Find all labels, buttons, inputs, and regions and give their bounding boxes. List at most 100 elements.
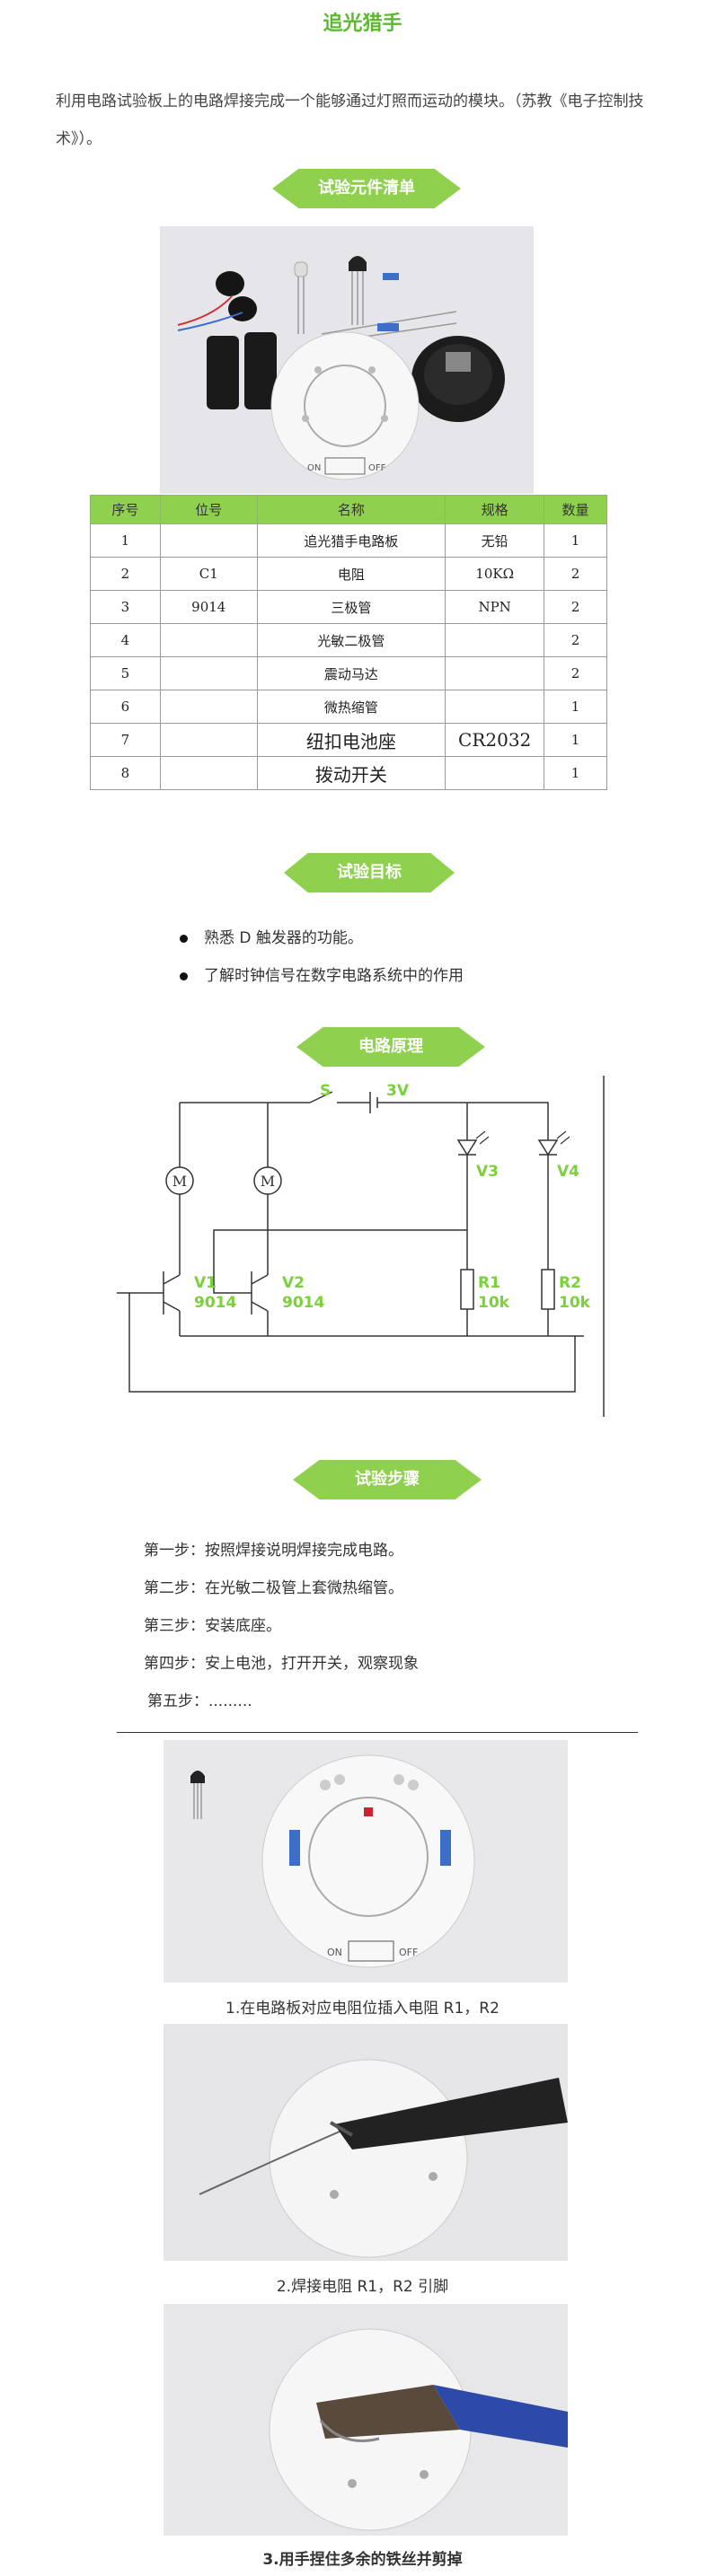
led-1-label: V3 [476,1163,499,1181]
step-item: 第四步：安上电池，打开开关，观察现象 [144,1655,419,1673]
parts-table-header: 序号 位号 名称 规格 数量 [90,495,607,524]
table-cell [159,656,258,690]
table-row: 4 光敏二极管 2 [90,623,607,657]
resistor-2-label: R2 [559,1274,581,1292]
goal-text: 了解时钟信号在数字电路系统中的作用 [204,967,464,985]
board-on-label: ON [307,463,321,473]
resistor-1-label: R1 [478,1274,500,1292]
resistor-2-value: 10k [559,1294,591,1312]
board-off-label: OFF [399,1947,418,1958]
photo-caption: 2.焊接电阻 R1，R2 引脚 [276,2278,449,2296]
section-banner-parts: 试验元件清单 [272,169,461,208]
photo-caption: 1.在电路板对应电阻位插入电阻 R1，R2 [225,2000,500,2018]
table-row: 3 9014 三极管 NPN 2 [90,590,607,624]
step-photo-1-illustration: ON OFF [164,1740,568,1983]
parts-photo-illustration: ON OFF [160,226,534,494]
table-cell: NPN [445,590,545,624]
table-cell: 1 [544,756,607,790]
parts-table: 序号 位号 名称 规格 数量 1 追光猎手电路板 无铅 1 2 C1 电阻 10… [90,495,607,790]
table-cell: 5 [90,656,161,690]
motor-2-label: M [261,1173,275,1190]
resistor-1-value: 10k [478,1294,510,1312]
table-cell: 1 [90,523,161,558]
table-cell [159,623,258,657]
table-cell: 1 [544,690,607,724]
table-cell: 震动马达 [256,656,446,690]
table-cell: 无铅 [445,523,545,558]
step-item: 第二步：在光敏二极管上套微热缩管。 [144,1579,403,1597]
table-row: 6 微热缩管 1 [90,690,607,724]
step-photo-1: ON OFF [164,1740,568,1983]
section-banner-principle: 电路原理 [296,1027,485,1067]
section-banner-steps: 试验步骤 [293,1460,482,1499]
col-header: 规格 [445,495,545,524]
table-cell: 2 [90,557,161,591]
transistor-2-label: V2 [282,1274,305,1292]
step-photo-2-illustration [164,2024,568,2261]
table-cell: 拨动开关 [256,756,446,790]
goal-item: 了解时钟信号在数字电路系统中的作用 [180,963,464,985]
motor-1-label: M [172,1173,187,1190]
table-cell: 纽扣电池座 [256,723,446,757]
board-off-label: OFF [368,463,386,473]
table-cell [159,756,258,790]
col-header: 名称 [256,495,446,524]
bullet-icon [180,971,188,980]
table-cell: 2 [544,623,607,657]
table-cell: 三极管 [256,590,446,624]
table-cell [445,756,545,790]
table-row: 7 纽扣电池座 CR2032 1 [90,723,607,757]
transistor-1-type: 9014 [194,1294,236,1312]
table-cell [159,523,258,558]
table-cell [445,690,545,724]
table-cell: 9014 [159,590,258,624]
table-row: 1 追光猎手电路板 无铅 1 [90,523,607,558]
table-cell: 2 [544,557,607,591]
bullet-icon [180,934,188,943]
col-header: 序号 [90,495,161,524]
table-cell [159,690,258,724]
step-item: 第一步：按照焊接说明焊接完成电路。 [144,1542,403,1560]
table-cell: CR2032 [445,723,545,757]
table-cell: 7 [90,723,161,757]
section-banner-goals: 试验目标 [284,853,455,892]
led-2-label: V4 [557,1163,579,1181]
table-cell [445,623,545,657]
table-cell: 微热缩管 [256,690,446,724]
transistor-1-label: V1 [194,1274,217,1292]
step-photo-3-illustration [164,2304,568,2536]
photo-caption: 3.用手捏住多余的铁丝并剪掉 [262,2551,463,2569]
table-cell: C1 [159,557,258,591]
table-cell: 光敏二极管 [256,623,446,657]
table-cell [445,656,545,690]
table-row: 2 C1 电阻 10KΩ 2 [90,557,607,591]
step-photo-3 [164,2304,568,2536]
table-cell: 6 [90,690,161,724]
col-header: 数量 [544,495,607,524]
switch-label: S [320,1082,331,1100]
table-cell: 4 [90,623,161,657]
page-title: 追光猎手 [323,13,402,35]
table-cell: 追光猎手电路板 [256,523,446,558]
table-cell: 2 [544,590,607,624]
voltage-label: 3V [386,1082,410,1100]
table-cell [159,723,258,757]
goal-text: 熟悉 D 触发器的功能。 [204,929,363,947]
table-cell: 1 [544,723,607,757]
table-cell: 1 [544,523,607,558]
table-cell: 8 [90,756,161,790]
step-item: 第三步：安装底座。 [144,1617,281,1635]
table-row: 5 震动马达 2 [90,656,607,690]
table-cell: 2 [544,656,607,690]
table-cell: 3 [90,590,161,624]
table-cell: 10KΩ [445,557,545,591]
divider [117,1732,638,1733]
intro-paragraph: 利用电路试验板上的电路焊接完成一个能够通过灯照而运动的模块。（苏教《电子控制技术… [56,92,644,148]
step-photo-2 [164,2024,568,2261]
circuit-schematic: S 3V V1 9014 V2 9014 V3 V4 R1 10k R2 10k… [117,1076,605,1417]
board-on-label: ON [327,1947,342,1958]
table-row: 8 拨动开关 1 [90,756,607,790]
goal-item: 熟悉 D 触发器的功能。 [180,925,363,947]
step-item: 第五步：......... [147,1692,252,1710]
circuit-diagram: S 3V V1 9014 V2 9014 V3 V4 R1 10k R2 10k… [117,1076,606,1417]
